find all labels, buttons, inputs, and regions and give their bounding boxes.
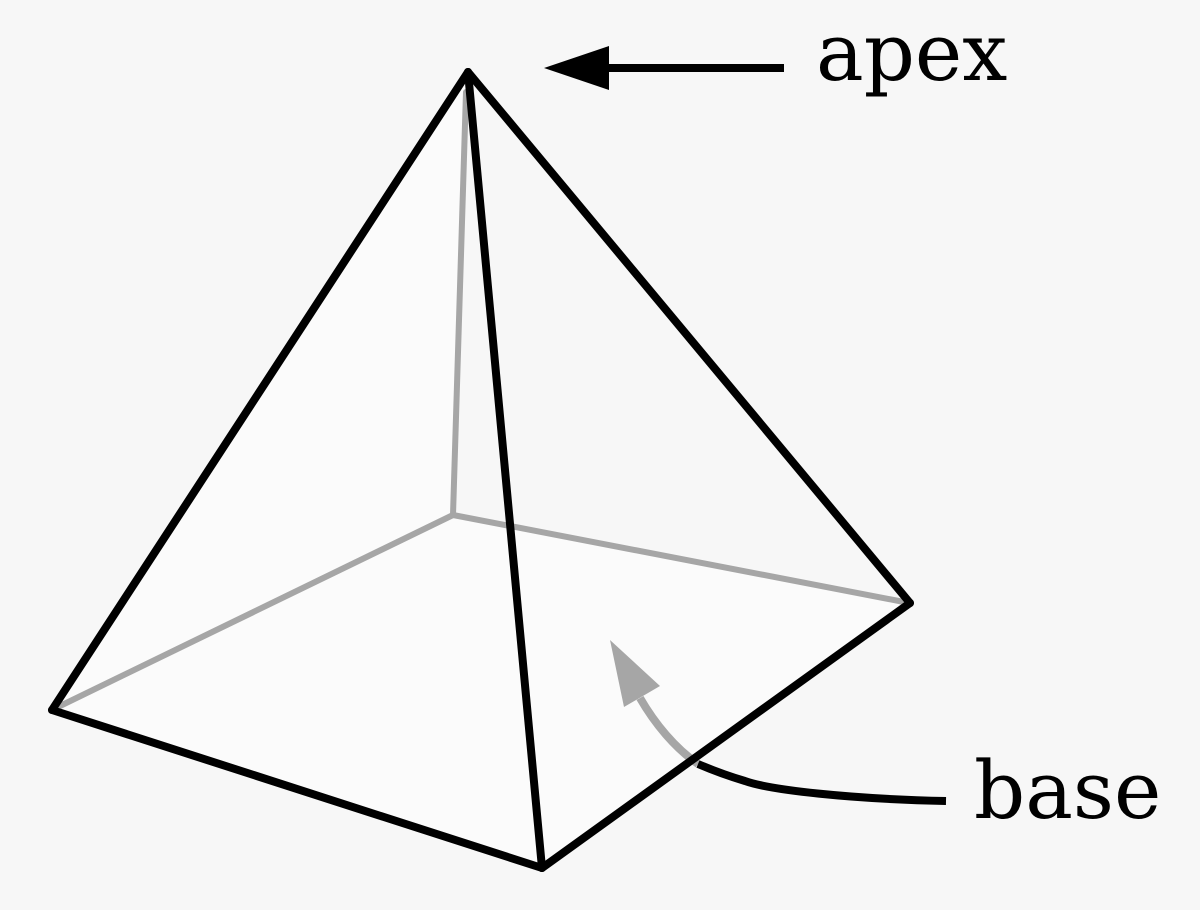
pyramid-body-fill: [52, 72, 910, 868]
edge-left-to-front: [48, 706, 546, 872]
edge-apex-to-left: [48, 68, 472, 714]
apex-pointer-arrow: [544, 46, 784, 90]
hidden-edges: [57, 89, 907, 709]
base-pointer-arrowhead: [610, 640, 660, 707]
hidden-edge-apex-to-back: [450, 89, 469, 518]
apex-label: apex: [816, 6, 1007, 99]
base-label: base: [974, 744, 1161, 837]
apex-arrowhead: [544, 46, 609, 90]
hidden-edge-back-to-right: [450, 512, 907, 605]
edge-apex-to-right: [464, 68, 914, 607]
visible-edges: [48, 68, 914, 872]
edge-front-to-right: [538, 599, 914, 872]
hidden-edge-back-to-left: [57, 512, 456, 709]
edge-apex-to-front: [464, 68, 546, 872]
base-pointer-curve-black: [696, 760, 947, 805]
